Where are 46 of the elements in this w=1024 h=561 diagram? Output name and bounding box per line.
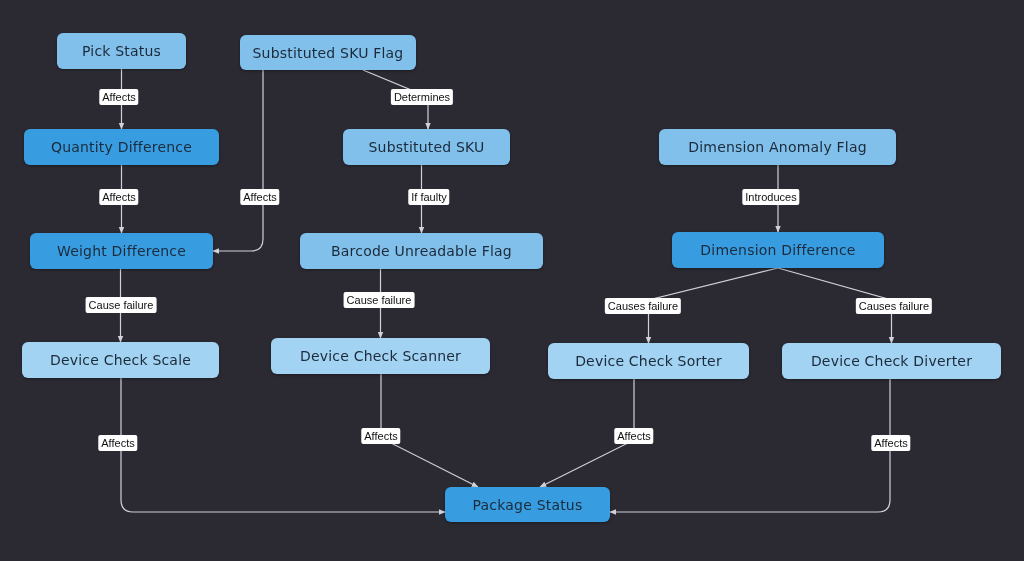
edge-label: Affects	[361, 428, 401, 444]
edge-label: Affects	[99, 189, 139, 205]
node-label: Device Check Diverter	[810, 353, 973, 369]
node-label: Weight Difference	[57, 243, 186, 259]
edge-label: If faulty	[408, 189, 450, 205]
process-box	[782, 343, 1001, 379]
process-box	[271, 338, 490, 374]
node-label: Device Check Scanner	[299, 348, 462, 364]
connector-arrow	[120, 377, 446, 515]
process-box	[672, 232, 884, 268]
node-label: Barcode Unreadable Flag	[331, 243, 512, 259]
edge-label: Causes failure	[855, 298, 933, 314]
process-box	[445, 487, 610, 522]
connector-arrow	[777, 267, 895, 344]
node-label: Substituted SKU Flag	[252, 44, 404, 61]
node-label: Substituted SKU	[368, 139, 485, 155]
edge-label: Affects	[98, 435, 138, 451]
edge-label: Introduces	[742, 189, 800, 205]
connector-arrow	[609, 378, 891, 515]
node-label: Dimension Difference	[700, 242, 856, 258]
process-box	[22, 342, 219, 378]
process-box	[343, 129, 510, 165]
node-label: Quantity Difference	[50, 139, 193, 155]
edge-label: Affects	[871, 435, 911, 451]
edge-label: Cause failure	[85, 297, 157, 313]
edge-label: Affects	[240, 189, 280, 205]
process-box	[240, 35, 416, 70]
connector-arrow	[539, 378, 635, 488]
connector-arrow	[645, 267, 779, 344]
edge-label: Causes failure	[604, 298, 682, 314]
node-label: Package Status	[472, 496, 583, 513]
edge-label: Affects	[614, 428, 654, 444]
node-label: Dimension Anomaly Flag	[688, 139, 867, 155]
node-label: Device Check Sorter	[575, 353, 722, 369]
node-label: Pick Status	[81, 43, 162, 59]
process-box	[30, 233, 213, 269]
edge-label: Cause failure	[343, 292, 415, 308]
edge-label: Determines	[390, 89, 454, 105]
process-box	[548, 343, 749, 379]
edge-label: Affects	[99, 89, 139, 105]
process-box	[300, 233, 543, 269]
connector-arrow	[212, 69, 264, 254]
process-box	[24, 129, 219, 165]
process-box	[659, 129, 896, 165]
node-label: Device Check Scale	[49, 352, 192, 368]
process-box	[57, 33, 186, 69]
